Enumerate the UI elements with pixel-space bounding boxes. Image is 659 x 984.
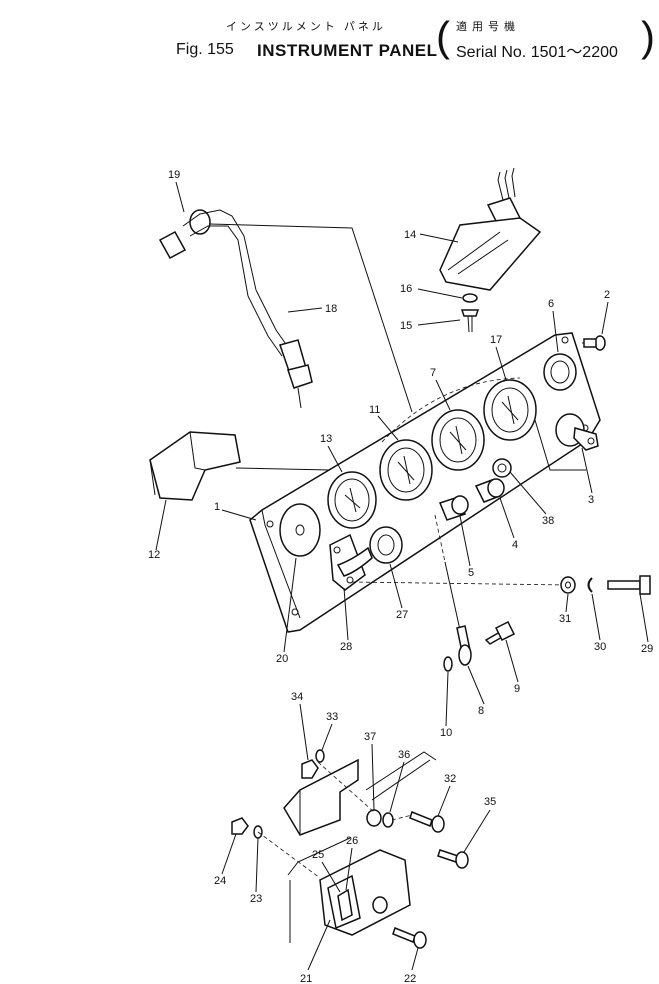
callout-4: 4 bbox=[512, 539, 518, 551]
callout-14: 14 bbox=[404, 229, 416, 241]
bolt-9 bbox=[484, 620, 516, 645]
callout-11: 11 bbox=[369, 404, 380, 416]
callout-19: 19 bbox=[168, 169, 180, 181]
washer-33 bbox=[315, 749, 325, 763]
callout-31: 31 bbox=[559, 613, 571, 625]
callout-13: 13 bbox=[320, 433, 332, 445]
callout-20: 20 bbox=[276, 653, 288, 665]
callout-32: 32 bbox=[444, 773, 456, 785]
japanese-title: インスツルメント パネル bbox=[226, 21, 386, 33]
callout-24: 24 bbox=[214, 875, 226, 887]
screw-32 bbox=[409, 811, 445, 833]
washer-30 bbox=[587, 577, 593, 593]
key-switch-3 bbox=[555, 413, 599, 451]
callout-23: 23 bbox=[250, 893, 262, 905]
gauge-11 bbox=[379, 439, 433, 501]
lamp-14 bbox=[439, 167, 542, 291]
blank-plug-20 bbox=[279, 503, 321, 557]
callout-10: 10 bbox=[440, 727, 452, 739]
callout-38: 38 bbox=[542, 515, 554, 527]
callout-15: 15 bbox=[400, 320, 412, 332]
right-parenthesis: ) bbox=[641, 13, 655, 60]
callout-12: 12 bbox=[148, 549, 160, 561]
callout-2: 2 bbox=[604, 289, 610, 301]
callout-22: 22 bbox=[404, 973, 416, 984]
button-4 bbox=[474, 478, 505, 503]
callout-6: 6 bbox=[548, 298, 554, 310]
callout-28: 28 bbox=[340, 641, 352, 653]
japanese-applicability: 適用号機 bbox=[456, 21, 520, 33]
washer-36 bbox=[382, 812, 394, 828]
hour-meter-6 bbox=[543, 353, 577, 391]
washer-16 bbox=[462, 293, 478, 303]
bolt-29 bbox=[607, 575, 651, 595]
pipe-18 bbox=[247, 289, 313, 409]
figure-number: Fig. 155 bbox=[176, 41, 234, 58]
callout-27: 27 bbox=[396, 609, 408, 621]
callout-36: 36 bbox=[398, 749, 410, 761]
cable-8 bbox=[434, 514, 472, 666]
callout-17: 17 bbox=[490, 334, 502, 346]
callout-25: 25 bbox=[312, 849, 324, 861]
cover-bracket-lower bbox=[283, 751, 437, 943]
elbow-27 bbox=[336, 526, 403, 577]
callout-7: 7 bbox=[430, 367, 436, 379]
serial-range: Serial No. 1501～2200 bbox=[456, 44, 618, 61]
gauge-17 bbox=[483, 379, 537, 441]
callout-30: 30 bbox=[594, 641, 606, 653]
callout-26: 26 bbox=[346, 835, 358, 847]
callout-9: 9 bbox=[514, 683, 520, 695]
washer-10 bbox=[443, 656, 453, 672]
callout-8: 8 bbox=[478, 705, 484, 717]
page-title: INSTRUMENT PANEL bbox=[257, 41, 438, 60]
callouts: 19 18 14 16 15 2 6 17 7 11 13 1 12 3 38 … bbox=[148, 169, 653, 984]
screw-35 bbox=[437, 849, 469, 869]
callout-33: 33 bbox=[326, 711, 338, 723]
gauge-7 bbox=[431, 409, 485, 471]
switch-box-21 bbox=[319, 849, 411, 936]
callout-35: 35 bbox=[484, 796, 496, 808]
gauge-13 bbox=[327, 471, 377, 529]
nut-34 bbox=[301, 759, 319, 779]
callout-34: 34 bbox=[291, 691, 303, 703]
tube-12 bbox=[149, 431, 241, 501]
screw-15 bbox=[460, 309, 480, 333]
nut-24 bbox=[231, 817, 249, 835]
callout-5: 5 bbox=[468, 567, 474, 579]
callout-29: 29 bbox=[641, 643, 653, 655]
callout-1: 1 bbox=[214, 501, 220, 513]
callout-3: 3 bbox=[588, 494, 594, 506]
callout-21: 21 bbox=[300, 973, 312, 984]
screw-2 bbox=[582, 335, 606, 351]
screw-22 bbox=[392, 927, 427, 949]
nut-37 bbox=[366, 809, 382, 827]
indicator-38 bbox=[492, 458, 512, 478]
button-5 bbox=[439, 495, 469, 521]
callout-37: 37 bbox=[364, 731, 376, 743]
sender-19 bbox=[158, 209, 257, 297]
washer-31 bbox=[560, 576, 576, 594]
callout-16: 16 bbox=[400, 283, 412, 295]
callout-18: 18 bbox=[325, 303, 337, 315]
left-parenthesis: ( bbox=[436, 13, 450, 60]
